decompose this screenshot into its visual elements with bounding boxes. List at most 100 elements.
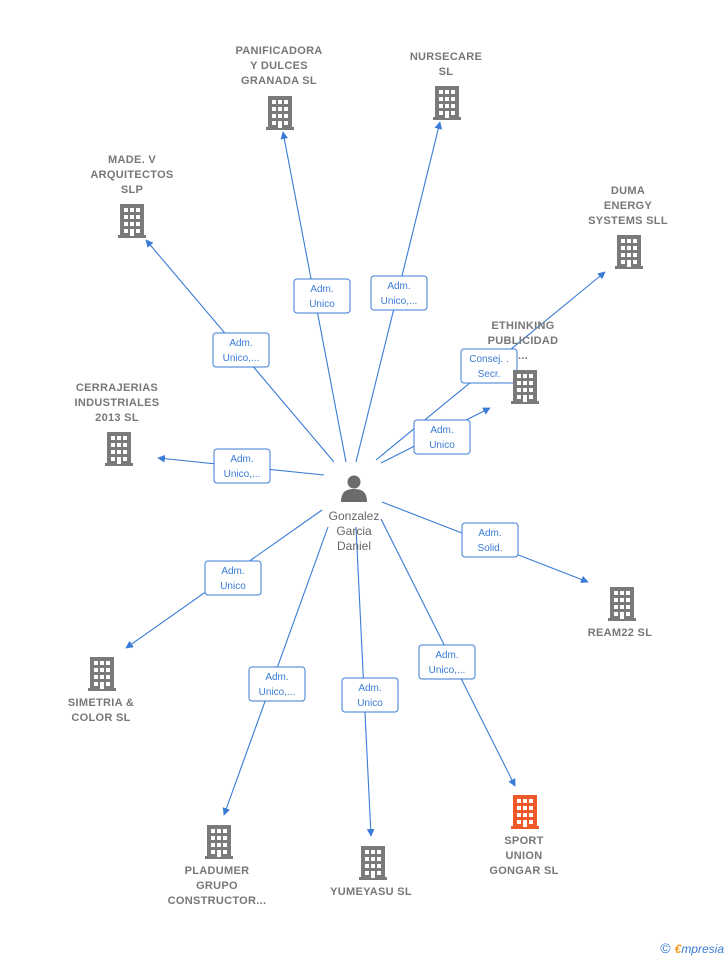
relation-label-box xyxy=(213,448,271,484)
relation-label-text: Unico xyxy=(309,299,335,310)
relation-label-box xyxy=(204,560,262,596)
company-node-ream22[interactable]: REAM22 SL xyxy=(588,587,652,639)
edges-layer xyxy=(125,121,606,837)
relation-label-text: Adm. xyxy=(230,454,253,465)
relation-label-yumeyasu[interactable]: Adm. Unico xyxy=(341,677,399,713)
person-name-line: Garcia xyxy=(336,524,372,538)
relation-label-text: Adm. xyxy=(435,650,458,661)
relation-label-box xyxy=(293,278,351,314)
building-icon xyxy=(118,204,146,238)
person-name-line: Gonzalez xyxy=(329,509,380,523)
relation-label-box xyxy=(461,522,519,558)
company-name-line: Y DULCES xyxy=(250,60,308,72)
relation-labels-layer: Adm.UnicoAdm.Unico,...Adm.Unico,...Conse… xyxy=(204,275,519,713)
relation-label-text: Adm. xyxy=(229,338,252,349)
relation-label-text: Unico xyxy=(429,440,455,451)
company-node-nursecare[interactable]: NURSECARE SL xyxy=(410,51,482,120)
building-icon xyxy=(105,432,133,466)
company-name-line: INDUSTRIALES xyxy=(75,397,160,409)
relation-label-cerrajerias[interactable]: Adm. Unico,... xyxy=(213,448,271,484)
building-icon xyxy=(266,96,294,130)
building-icon xyxy=(511,795,539,829)
relation-label-box xyxy=(413,419,471,455)
relation-label-box xyxy=(418,644,476,680)
company-name-line: PUBLICIDAD xyxy=(488,335,559,347)
company-name-line: SYSTEMS SLL xyxy=(588,215,668,227)
company-name-line: MADE. V xyxy=(108,154,156,166)
company-name-line: PLADUMER xyxy=(185,865,250,877)
company-name-line: CONSTRUCTOR... xyxy=(168,895,267,907)
building-icon xyxy=(359,846,387,880)
relation-label-sport[interactable]: Adm. Unico,... xyxy=(418,644,476,680)
relation-label-text: Consej. . xyxy=(469,354,508,365)
person-name-line: Daniel xyxy=(337,539,371,553)
relation-label-nursecare[interactable]: Adm. Unico,... xyxy=(370,275,428,311)
company-name-line: YUMEYASU SL xyxy=(330,886,412,898)
relation-label-made[interactable]: Adm. Unico,... xyxy=(212,332,270,368)
company-name-line: REAM22 SL xyxy=(588,627,652,639)
company-name-line: ARQUITECTOS xyxy=(90,169,173,181)
company-node-made[interactable]: MADE. V ARQUITECTOS SLP xyxy=(90,154,173,238)
relation-label-text: Adm. xyxy=(265,672,288,683)
brand-logo-text: mpresia xyxy=(681,942,724,956)
building-icon xyxy=(205,825,233,859)
company-node-simetria[interactable]: SIMETRIA & COLOR SL xyxy=(68,657,134,724)
company-name-line: NURSECARE xyxy=(410,51,482,63)
relation-label-text: Adm. xyxy=(310,284,333,295)
relation-label-text: Secr. xyxy=(478,369,501,380)
relation-label-text: Adm. xyxy=(221,566,244,577)
company-node-yumeyasu[interactable]: YUMEYASU SL xyxy=(330,846,412,898)
brand-logo-letter: € xyxy=(674,942,682,956)
relation-label-text: Unico,... xyxy=(259,687,296,698)
relation-label-text: Unico,... xyxy=(381,296,418,307)
company-node-duma[interactable]: DUMA ENERGY SYSTEMS SLL xyxy=(588,185,668,269)
relation-label-text: Unico,... xyxy=(223,353,260,364)
company-name-line: GRUPO xyxy=(196,880,238,892)
relation-label-box xyxy=(460,348,518,384)
company-name-line: SIMETRIA & xyxy=(68,697,134,709)
company-name-line: PANIFICADORA xyxy=(235,45,322,57)
relation-label-text: Adm. xyxy=(358,683,381,694)
relation-label-text: Adm. xyxy=(387,281,410,292)
company-node-ethinking[interactable]: ETHINKINGPUBLICIDAD... xyxy=(488,320,559,404)
company-name-line: ENERGY xyxy=(604,200,653,212)
company-name-line: COLOR SL xyxy=(71,712,130,724)
relation-label-box xyxy=(248,666,306,702)
company-node-pladumer[interactable]: PLADUMER GRUPO CONSTRUCTOR... xyxy=(168,825,267,907)
building-icon xyxy=(433,86,461,120)
company-nodes-layer: PANIFICADORA Y DULCES GRANADA SL NURSECARE S… xyxy=(68,45,668,907)
footer-brand: ©€mpresia xyxy=(660,940,724,956)
relation-label-ream22[interactable]: Adm. Solid. xyxy=(461,522,519,558)
relation-label-text: Adm. xyxy=(430,425,453,436)
relation-label-duma[interactable]: Consej. . Secr. xyxy=(460,348,518,384)
building-icon xyxy=(88,657,116,691)
company-name-line: SLP xyxy=(121,184,143,196)
relation-label-box xyxy=(341,677,399,713)
relation-label-simetria[interactable]: Adm. Unico xyxy=(204,560,262,596)
relation-label-pladumer[interactable]: Adm. Unico,... xyxy=(248,666,306,702)
company-name-line: GONGAR SL xyxy=(489,865,558,877)
relation-label-text: Unico xyxy=(220,581,246,592)
relation-label-text: Unico,... xyxy=(224,469,261,480)
relation-label-box xyxy=(212,332,270,368)
relation-label-ethinking[interactable]: Adm. Unico xyxy=(413,419,471,455)
person-icon xyxy=(341,475,367,502)
relation-label-panificadora[interactable]: Adm. Unico xyxy=(293,278,351,314)
relation-label-text: Unico,... xyxy=(429,665,466,676)
company-name-line: ... xyxy=(518,350,528,362)
company-name-line: GRANADA SL xyxy=(241,75,317,87)
relation-label-text: Adm. xyxy=(478,528,501,539)
building-icon xyxy=(511,370,539,404)
company-name-line: DUMA xyxy=(611,185,645,197)
company-name-line: SL xyxy=(439,66,454,78)
company-name-line: UNION xyxy=(506,850,543,862)
relation-label-text: Unico xyxy=(357,698,383,709)
building-icon xyxy=(615,235,643,269)
company-node-panificadora[interactable]: PANIFICADORA Y DULCES GRANADA SL xyxy=(235,45,322,130)
relation-label-box xyxy=(370,275,428,311)
relation-label-text: Solid. xyxy=(477,543,502,554)
